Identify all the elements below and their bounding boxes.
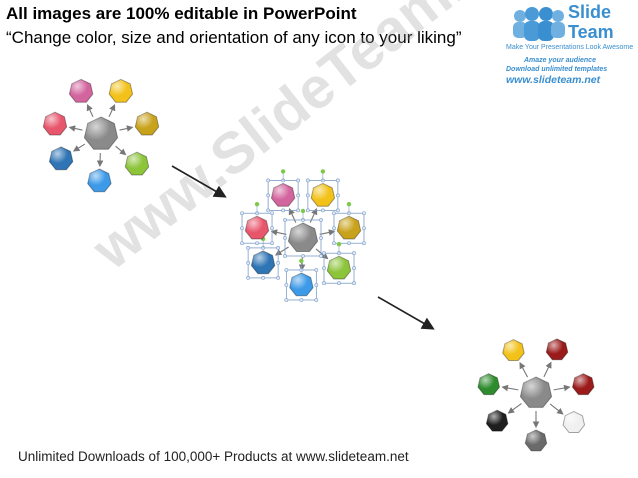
connector-arrow [309,208,318,223]
connector-arrow [519,362,529,378]
center-heptagon[interactable] [283,208,323,258]
satellite-heptagon[interactable] [87,168,112,193]
hexagon-cluster-2-selected[interactable] [240,169,366,302]
hexagon-cluster-3[interactable] [477,338,595,452]
brand-tagline: Make Your Presentations Look Awesome [506,44,634,51]
center-heptagon[interactable] [83,116,119,150]
brand-name-team: Team [568,22,614,42]
connector-arrow [108,104,116,118]
satellite-heptagon[interactable] [502,339,525,361]
connector-arrow [86,104,94,118]
satellite-heptagon[interactable] [266,169,301,213]
satellite-heptagon[interactable] [332,202,366,246]
hexagon-cluster-1[interactable] [42,78,160,193]
satellite-heptagon[interactable] [477,373,501,396]
connector-arrow [115,145,127,156]
satellite-heptagon[interactable] [571,373,595,396]
satellite-heptagon[interactable] [246,236,281,280]
slideteam-logo: Slide Team Make Your Presentations Look … [506,2,636,92]
connector-arrow [119,125,134,132]
connector-arrow [315,248,329,260]
satellite-heptagon[interactable] [240,202,274,246]
connector-arrow [270,229,287,236]
slide-title: All images are 100% editable in PowerPoi… [6,4,357,23]
center-heptagon[interactable] [519,376,553,408]
satellite-heptagon[interactable] [124,151,150,176]
flow-arrow-1 [171,165,227,198]
footer-text: Unlimited Downloads of 100,000+ Products… [18,449,409,464]
flow-arrow-2 [377,296,435,330]
brand-promo-2: Download unlimited templates [506,66,608,73]
slide-subtitle: “Change color, size and orientation of a… [6,28,462,47]
satellite-heptagon[interactable] [42,111,68,136]
connector-arrow [319,229,336,236]
brand-promo-1: Amaze your audience [524,57,596,64]
connector-arrow [501,384,519,392]
connector-arrow [68,125,83,132]
satellite-heptagon[interactable] [68,78,94,103]
satellite-heptagon[interactable] [524,429,548,452]
connector-arrow [507,403,522,414]
connector-arrow [549,403,564,415]
satellite-heptagon[interactable] [305,169,340,213]
connector-arrow [543,361,552,378]
satellite-heptagon[interactable] [562,411,586,433]
brand-name-slide: Slide [568,2,612,22]
satellite-heptagon[interactable] [545,338,569,361]
connector-arrow [288,208,297,223]
satellite-heptagon[interactable] [322,242,356,286]
satellite-heptagon[interactable] [134,111,160,136]
connector-arrow [72,143,86,152]
people-logo-icon [513,7,565,41]
satellite-heptagon[interactable] [485,409,509,432]
satellite-heptagon[interactable] [108,78,134,103]
connector-arrow [553,384,571,392]
satellite-heptagon[interactable] [48,146,74,171]
brand-url: www.slideteam.net [506,74,601,86]
satellite-heptagon[interactable] [284,258,319,302]
